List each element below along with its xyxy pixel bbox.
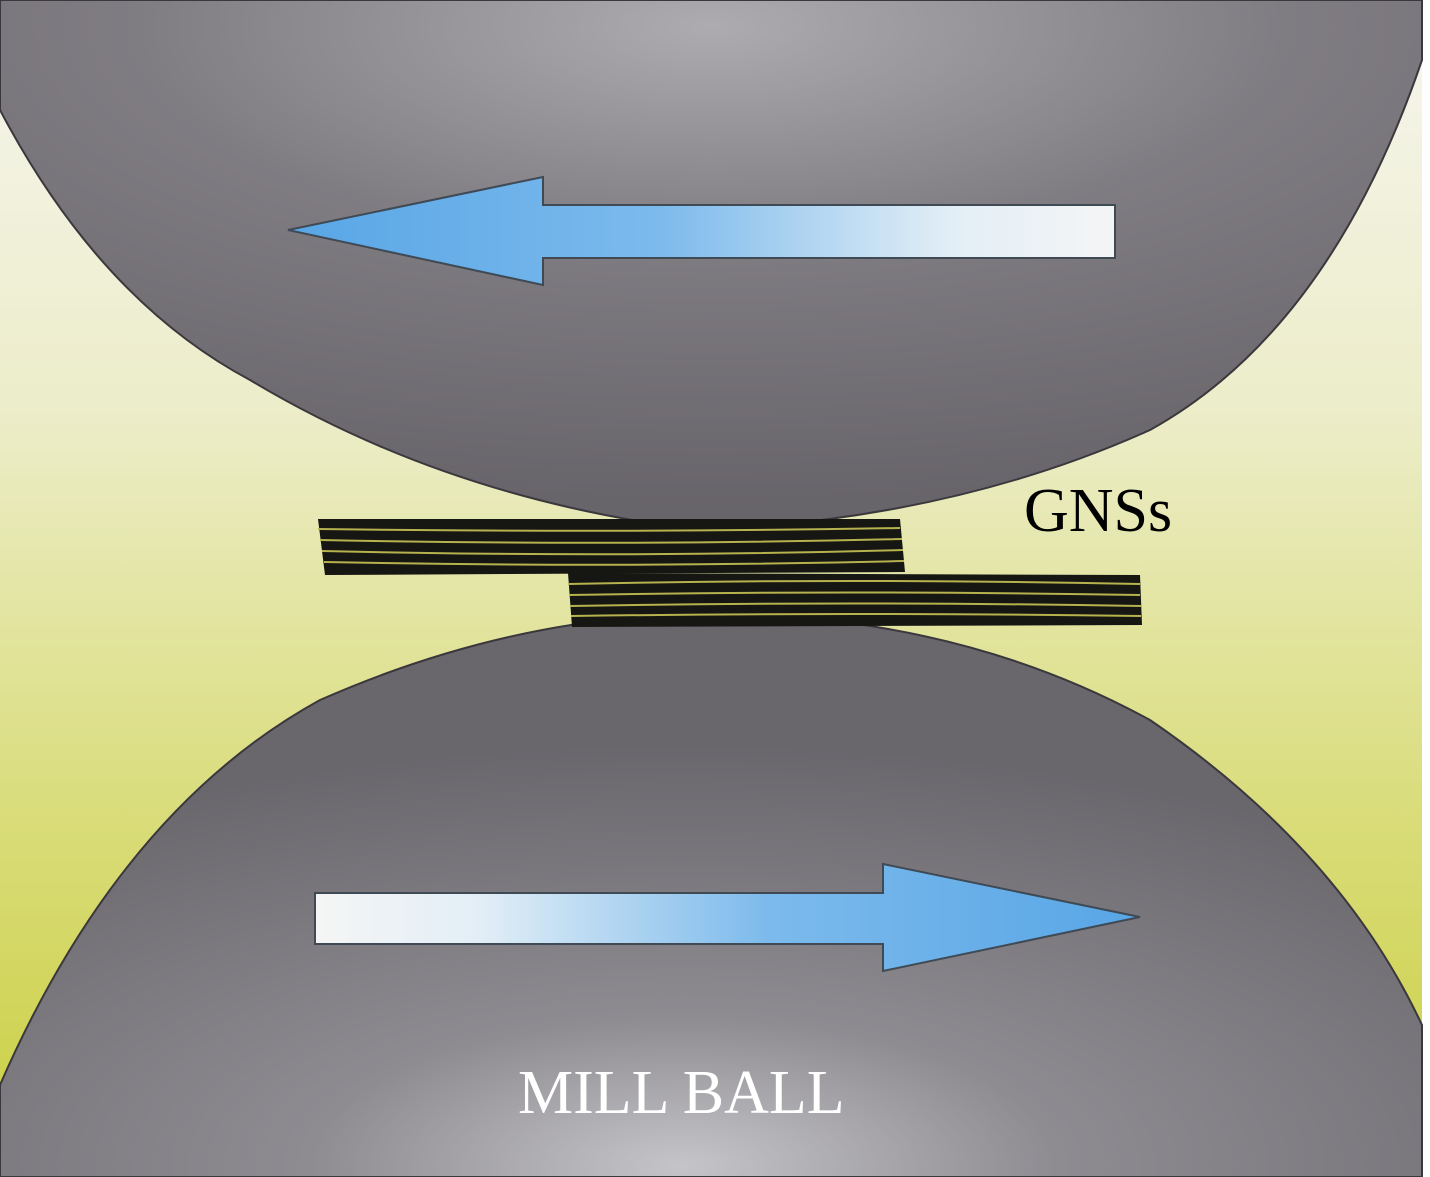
graphene-sheets-upper (317, 519, 905, 575)
arrow-right-icon (314, 862, 1141, 973)
arrow-left-icon (287, 175, 1116, 287)
graphene-sheets-lower (567, 573, 1142, 627)
gns-label: GNSs (1024, 477, 1173, 545)
mill-ball-label: MILL BALL (518, 1059, 845, 1127)
right-border (1422, 0, 1430, 1177)
